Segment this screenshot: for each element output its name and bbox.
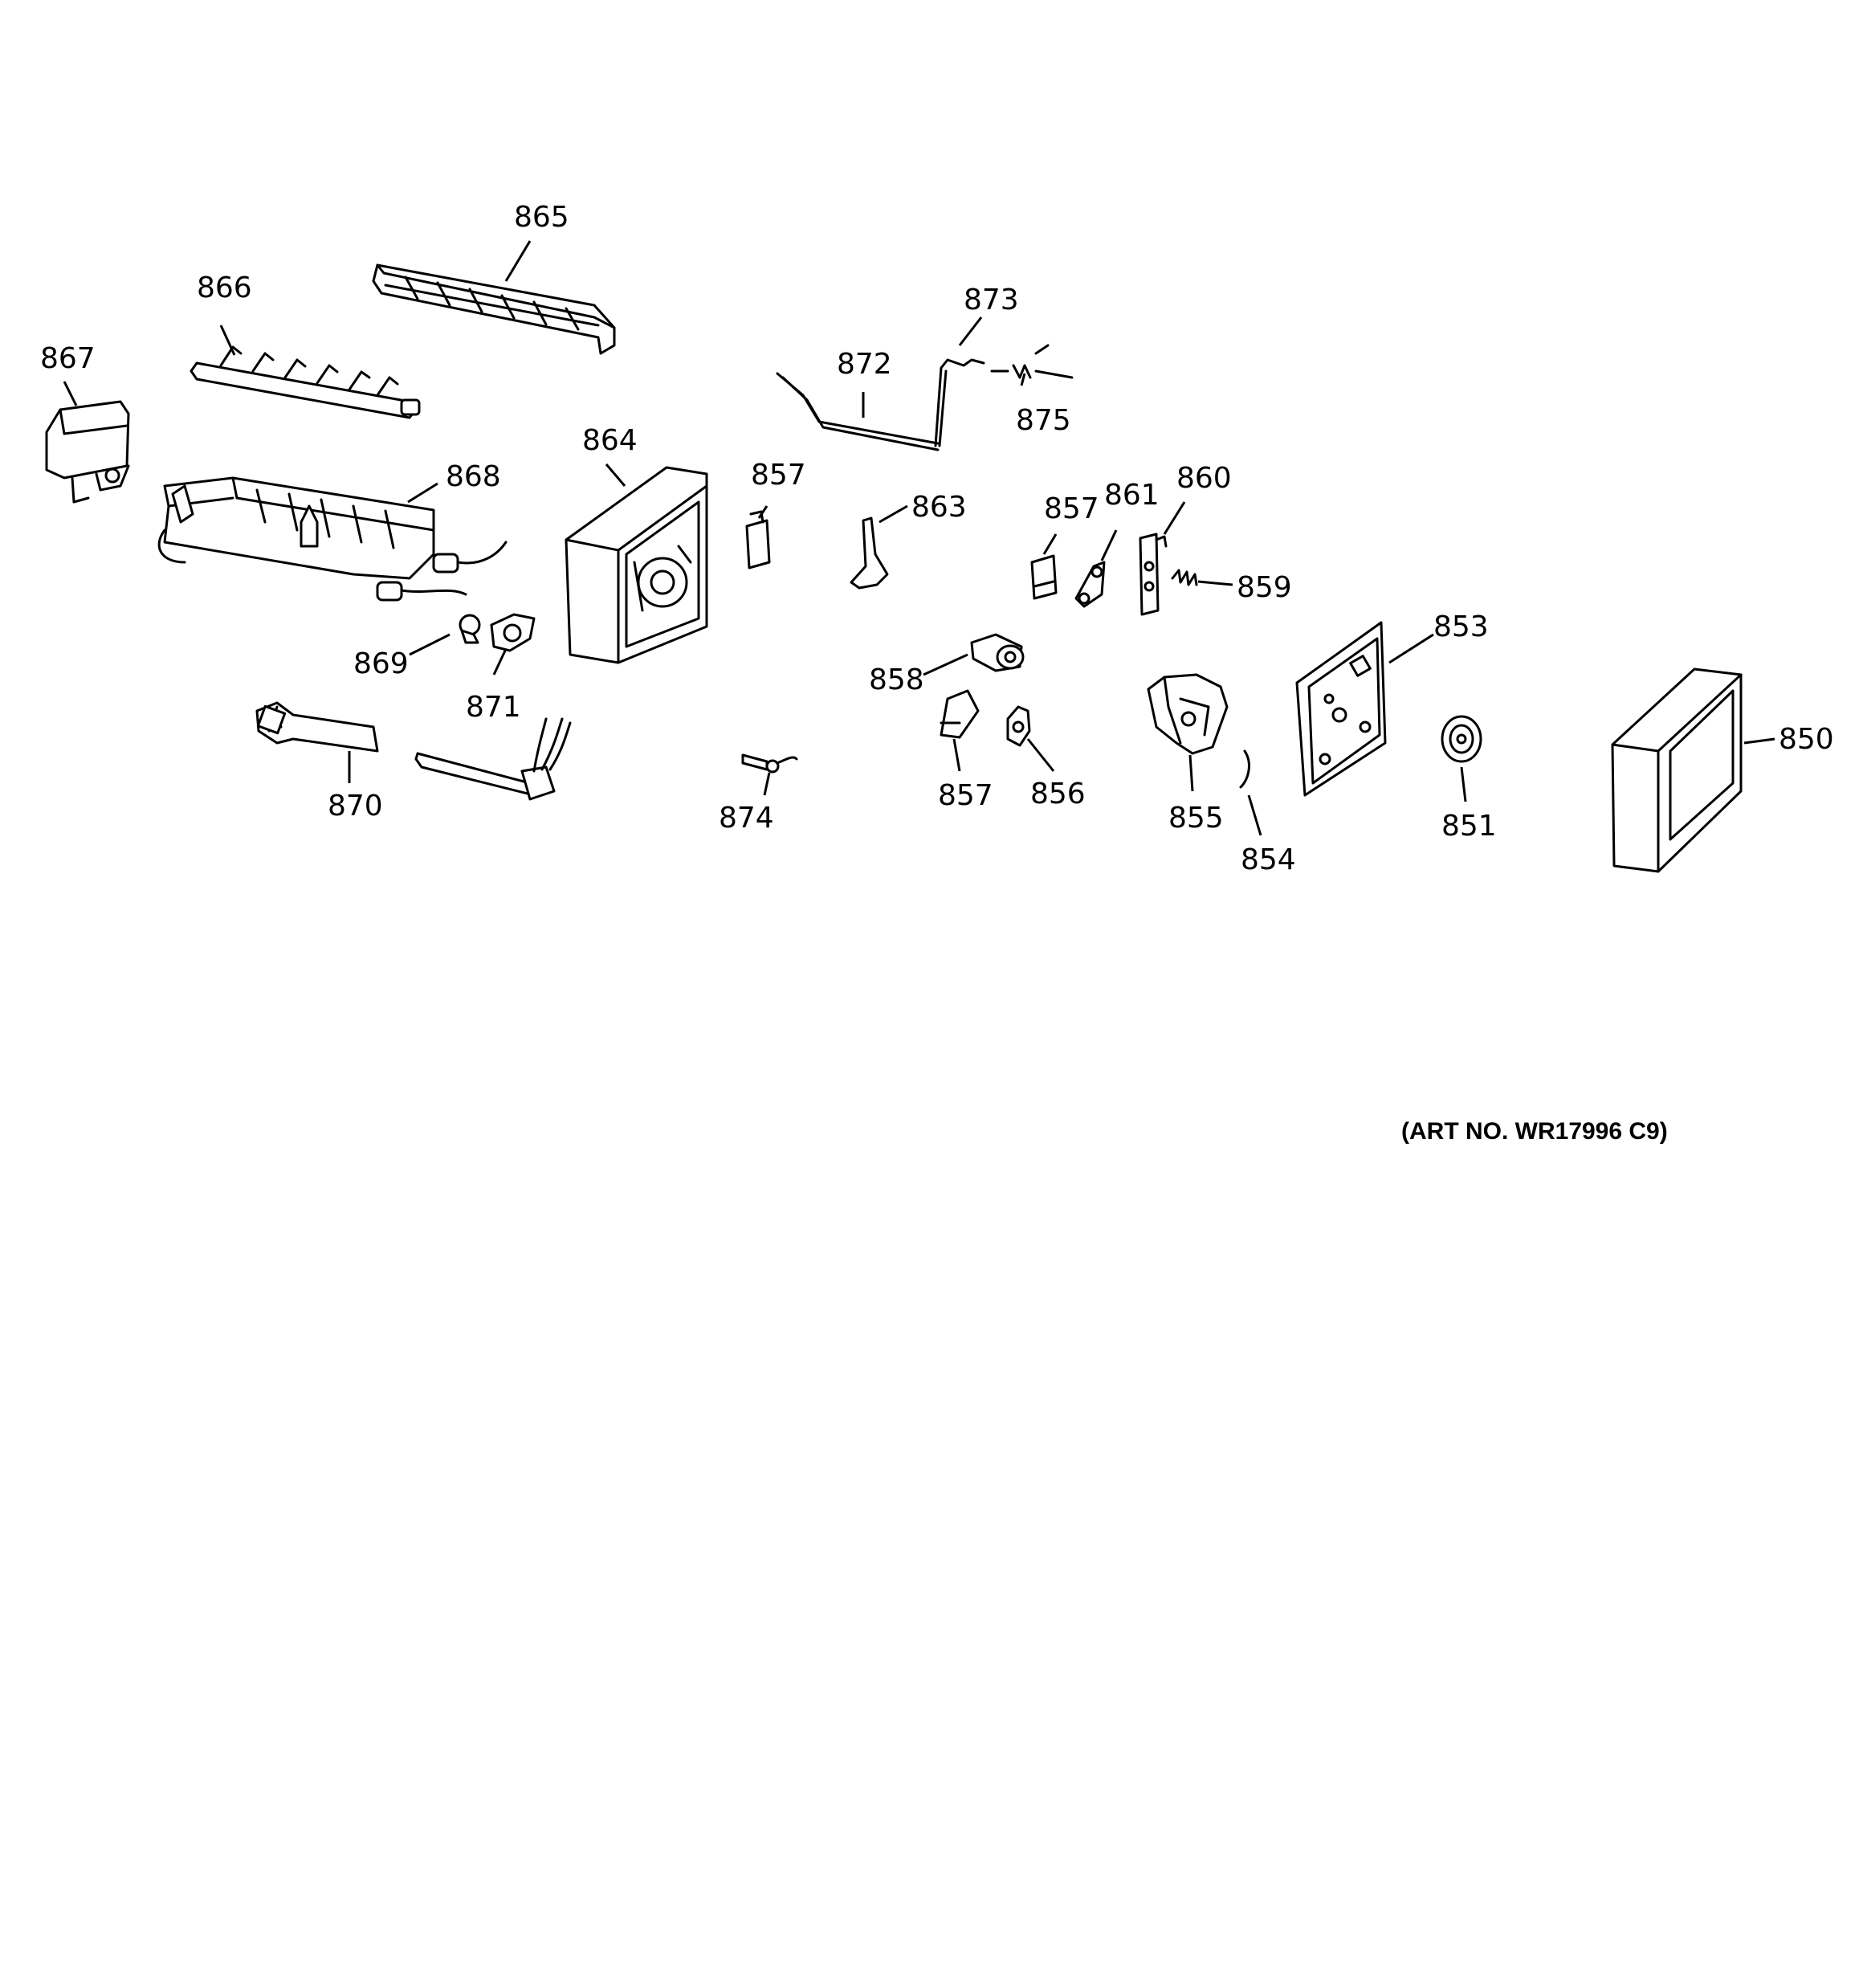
- part-873-wire: [934, 358, 985, 447]
- part-866-ejector: [190, 345, 421, 419]
- part-861-cam: [1074, 561, 1106, 608]
- art-number: (ART NO. WR17996 C9): [1401, 1118, 1668, 1145]
- part-859-spring: [1171, 569, 1198, 586]
- callout-874: 874: [719, 802, 774, 835]
- callout-863: 863: [911, 491, 967, 524]
- part-864-housing: [565, 466, 708, 664]
- part-860-bracket: [1139, 533, 1168, 616]
- callout-868: 868: [446, 460, 501, 493]
- callout-853: 853: [1433, 610, 1489, 643]
- callout-856: 856: [1030, 778, 1086, 810]
- part-854-gasket: [1239, 749, 1250, 789]
- part-868-mold: [157, 476, 508, 602]
- callout-857-top: 857: [751, 459, 806, 492]
- callout-861: 861: [1104, 479, 1160, 512]
- callout-857-bottom: 857: [938, 779, 993, 812]
- leader-lines: [63, 240, 1775, 836]
- part-harness: [414, 717, 572, 801]
- part-851-gear: [1441, 715, 1482, 763]
- part-875-spring: [990, 344, 1074, 379]
- callout-873: 873: [964, 284, 1019, 316]
- callout-864: 864: [582, 424, 638, 457]
- callout-875: 875: [1016, 404, 1071, 437]
- part-850-cover: [1611, 667, 1743, 873]
- callout-851: 851: [1441, 810, 1497, 843]
- callout-869: 869: [353, 647, 409, 680]
- part-869-bushing: [459, 614, 481, 644]
- part-858-shaft: [970, 633, 1025, 672]
- callout-871: 871: [466, 691, 521, 724]
- part-853-plate: [1295, 621, 1387, 797]
- callout-870: 870: [328, 790, 383, 823]
- part-867-housing: [45, 400, 130, 504]
- callout-855: 855: [1168, 802, 1224, 835]
- part-874-screw: [741, 753, 798, 774]
- part-871-clip: [490, 613, 536, 652]
- callout-866: 866: [197, 271, 252, 304]
- callout-860: 860: [1176, 462, 1232, 495]
- part-863-lever: [850, 516, 889, 590]
- callout-867: 867: [40, 342, 96, 375]
- part-857b-switch: [1030, 554, 1058, 600]
- part-857a-switch: [745, 510, 771, 569]
- callout-858: 858: [869, 663, 924, 696]
- callout-857-mid: 857: [1044, 492, 1099, 525]
- callout-859: 859: [1237, 571, 1292, 604]
- part-856-cam: [1006, 705, 1031, 747]
- callout-865: 865: [514, 201, 569, 234]
- part-857c-switch: [940, 689, 980, 739]
- part-872-arm: [776, 372, 940, 451]
- callout-854: 854: [1241, 843, 1296, 876]
- callout-872: 872: [837, 348, 892, 381]
- part-870-fill-cup: [255, 701, 379, 753]
- part-855-motor: [1147, 673, 1229, 755]
- callout-850: 850: [1779, 723, 1834, 756]
- part-865-stripper: [372, 263, 616, 355]
